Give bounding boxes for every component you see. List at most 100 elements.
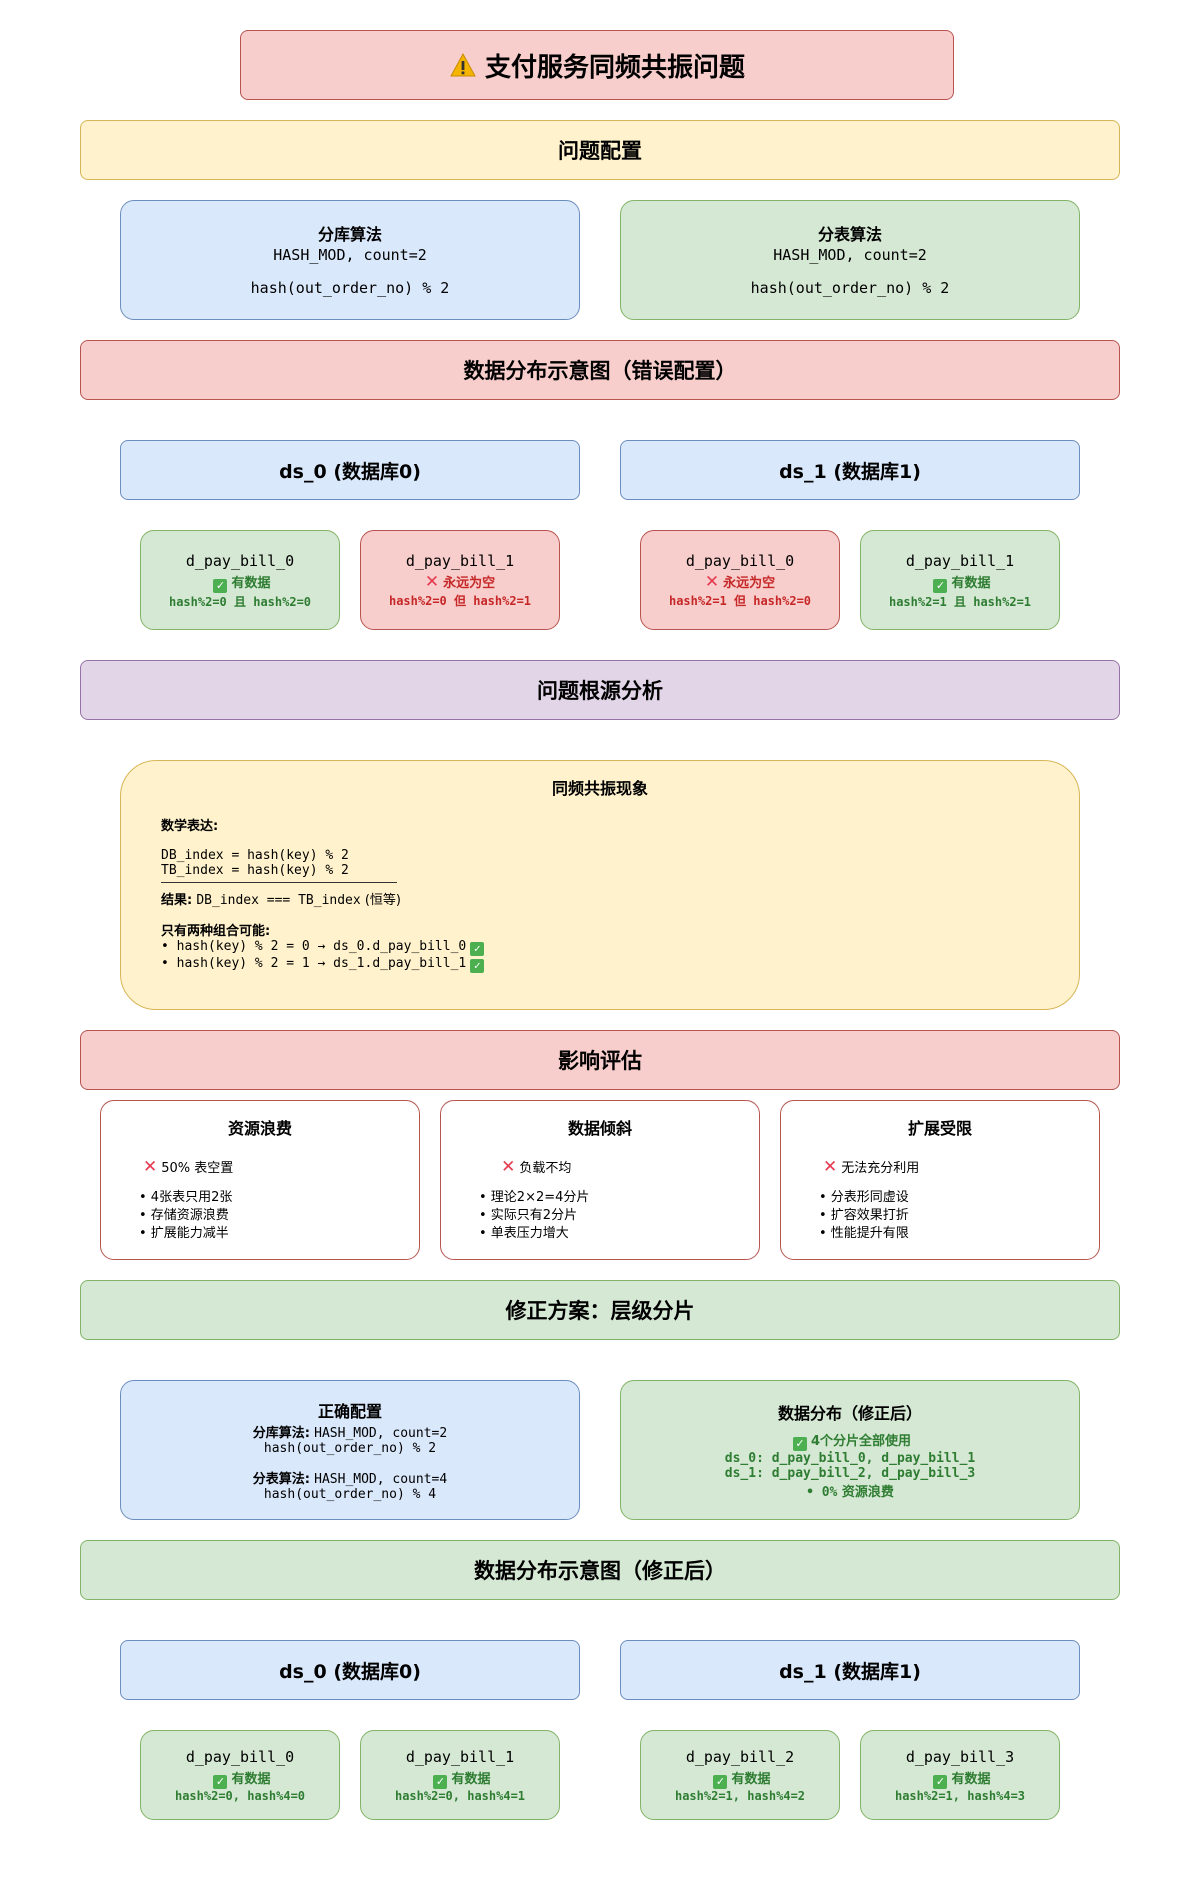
table-condition: hash%2=1 但 hash%2=0 <box>668 594 812 608</box>
fixed-dist-line3-suffix: 资源浪费 <box>841 1485 894 1500</box>
list-item: • 扩展能力减半 <box>139 1226 229 1241</box>
cross-icon: ✕ <box>704 572 720 592</box>
table-node: d_pay_bill_1 ✕永远为空 hash%2=0 但 hash%2=1 <box>360 530 560 630</box>
warning-icon <box>450 52 476 77</box>
check-icon: ✓ <box>213 1775 228 1789</box>
table-node: d_pay_bill_1 ✓有数据 hash%2=0, hash%4=1 <box>360 1730 560 1820</box>
tb-algorithm-title: 分表算法 <box>817 225 882 244</box>
table-condition: hash%2=1 且 hash%2=1 <box>888 594 1032 609</box>
root-cause-section-title: 问题根源分析 <box>537 679 663 703</box>
table-condition: hash%2=0, hash%4=1 <box>394 1789 526 1803</box>
table-status: 有数据 <box>231 575 271 591</box>
list-item: • 性能提升有限 <box>819 1226 909 1241</box>
db-algo-label: 分库算法: <box>252 1426 310 1441</box>
tb-algorithm-line2: hash(out_order_no) % 2 <box>750 279 950 297</box>
table-condition: hash%2=0 且 hash%2=0 <box>168 594 312 609</box>
cross-icon: ✕ <box>823 1157 838 1177</box>
root-cause-section-header: 问题根源分析 <box>80 660 1120 720</box>
impact-headline: 50% 表空置 <box>161 1161 234 1176</box>
resonance-content: 数学表达: DB_index = hash(key) % 2 TB_index … <box>161 815 488 973</box>
fix-section-title: 修正方案：层级分片 <box>505 1299 695 1323</box>
cross-icon: ✕ <box>143 1157 158 1177</box>
fixed-dist-summary-box: 数据分布（修正后） ✓4个分片全部使用 ds_0: d_pay_bill_0, … <box>620 1380 1080 1520</box>
table-name: d_pay_bill_0 <box>185 1748 295 1766</box>
fixed-dist-line1: ds_0: d_pay_bill_0, d_pay_bill_1 <box>724 1451 976 1466</box>
tb-algo-expr: hash(out_order_no) % 4 <box>263 1487 437 1502</box>
db-algorithm-box: 分库算法 HASH_MOD, count=2 hash(out_order_no… <box>120 200 580 320</box>
table-status: 有数据 <box>951 575 991 591</box>
result-label: 结果: <box>161 893 193 908</box>
list-item: • 单表压力增大 <box>479 1226 569 1241</box>
db-algo-expr: hash(out_order_no) % 2 <box>263 1441 437 1456</box>
ds0-label: ds_0 (数据库0) <box>279 1660 421 1683</box>
table-node: d_pay_bill_1 ✓有数据 hash%2=1 且 hash%2=1 <box>860 530 1060 630</box>
config-section-header: 问题配置 <box>80 120 1120 180</box>
list-item: • 4张表只用2张 <box>139 1190 233 1205</box>
impact-card-title: 资源浪费 <box>227 1119 292 1138</box>
impact-card-title: 扩展受限 <box>907 1119 972 1138</box>
table-status: 永远为空 <box>443 576 496 591</box>
check-icon: ✓ <box>792 1437 807 1451</box>
ds1-label: ds_1 (数据库1) <box>779 460 921 483</box>
ds0-box: ds_0 (数据库0) <box>120 440 580 500</box>
resonance-box: 同频共振现象 数学表达: DB_index = hash(key) % 2 TB… <box>120 760 1080 1010</box>
table-condition: hash%2=0, hash%4=0 <box>174 1789 306 1803</box>
table-status: 有数据 <box>951 1772 991 1787</box>
fixed-dist-line2: ds_1: d_pay_bill_2, d_pay_bill_3 <box>724 1466 976 1481</box>
combo-line-2: • hash(key) % 2 = 1 → ds_1.d_pay_bill_1 <box>161 956 467 971</box>
cross-icon: ✕ <box>501 1157 516 1177</box>
fix-section-header: 修正方案：层级分片 <box>80 1280 1120 1340</box>
check-icon: ✓ <box>433 1775 448 1789</box>
table-node: d_pay_bill_2 ✓有数据 hash%2=1, hash%4=2 <box>640 1730 840 1820</box>
table-name: d_pay_bill_2 <box>685 1748 795 1766</box>
equation-db: DB_index = hash(key) % 2 <box>161 848 349 863</box>
table-node: d_pay_bill_3 ✓有数据 hash%2=1, hash%4=3 <box>860 1730 1060 1820</box>
check-icon: ✓ <box>470 959 485 973</box>
impact-card-scale: 扩展受限 ✕无法充分利用 • 分表形同虚设 • 扩容效果打折 • 性能提升有限 <box>780 1100 1100 1260</box>
list-item: • 分表形同虚设 <box>819 1190 909 1205</box>
table-status: 有数据 <box>231 1772 271 1787</box>
table-name: d_pay_bill_3 <box>905 1748 1015 1766</box>
list-item: • 存储资源浪费 <box>139 1208 229 1223</box>
title-box: 支付服务同频共振问题 <box>240 30 954 100</box>
check-icon: ✓ <box>213 578 228 593</box>
ds1-box-fixed: ds_1 (数据库1) <box>620 1640 1080 1700</box>
math-label: 数学表达: <box>161 819 219 834</box>
combo-label: 只有两种组合可能: <box>161 924 271 939</box>
impact-card-resource: 资源浪费 ✕50% 表空置 • 4张表只用2张 • 存储资源浪费 • 扩展能力减… <box>100 1100 420 1260</box>
fixed-dist-section-title: 数据分布示意图（修正后） <box>474 1559 726 1583</box>
correct-config-box: 正确配置 分库算法: HASH_MOD, count=2 hash(out_or… <box>120 1380 580 1520</box>
tb-algorithm-line1: HASH_MOD, count=2 <box>773 246 927 264</box>
db-algorithm-title: 分库算法 <box>317 225 382 244</box>
fixed-dist-summary-title: 数据分布（修正后） <box>777 1404 922 1423</box>
tb-algo-code: HASH_MOD, count=4 <box>314 1472 448 1487</box>
impact-list: • 分表形同虚设 • 扩容效果打折 • 性能提升有限 <box>819 1189 919 1243</box>
impact-card-title: 数据倾斜 <box>567 1119 632 1138</box>
table-name: d_pay_bill_1 <box>905 551 1015 570</box>
db-algo-code: HASH_MOD, count=2 <box>314 1426 448 1441</box>
check-icon: ✓ <box>933 1775 948 1789</box>
tb-algo-label: 分表算法: <box>252 1472 310 1487</box>
ds0-box-fixed: ds_0 (数据库0) <box>120 1640 580 1700</box>
impact-section-header: 影响评估 <box>80 1030 1120 1090</box>
table-name: d_pay_bill_0 <box>685 552 795 570</box>
impact-list: • 4张表只用2张 • 存储资源浪费 • 扩展能力减半 <box>139 1189 233 1243</box>
table-status: 有数据 <box>731 1772 771 1787</box>
fixed-dist-section-header: 数据分布示意图（修正后） <box>80 1540 1120 1600</box>
db-algorithm-line1: HASH_MOD, count=2 <box>273 246 427 264</box>
wrong-dist-section-title: 数据分布示意图（错误配置） <box>463 359 737 383</box>
fixed-dist-headline: 4个分片全部使用 <box>810 1434 912 1449</box>
tb-algorithm-box: 分表算法 HASH_MOD, count=2 hash(out_order_no… <box>620 200 1080 320</box>
table-status: 有数据 <box>451 1772 491 1787</box>
table-node: d_pay_bill_0 ✓有数据 hash%2=0, hash%4=0 <box>140 1730 340 1820</box>
ds0-label: ds_0 (数据库0) <box>279 460 421 483</box>
divider <box>161 882 397 883</box>
check-icon: ✓ <box>470 942 485 956</box>
result-note: (恒等) <box>364 893 402 908</box>
table-node: d_pay_bill_0 ✓有数据 hash%2=0 且 hash%2=0 <box>140 530 340 630</box>
db-algorithm-line2: hash(out_order_no) % 2 <box>250 279 450 297</box>
config-section-title: 问题配置 <box>558 139 642 163</box>
correct-config-title: 正确配置 <box>317 1402 382 1421</box>
check-icon: ✓ <box>933 578 948 593</box>
resonance-title: 同频共振现象 <box>551 779 648 798</box>
